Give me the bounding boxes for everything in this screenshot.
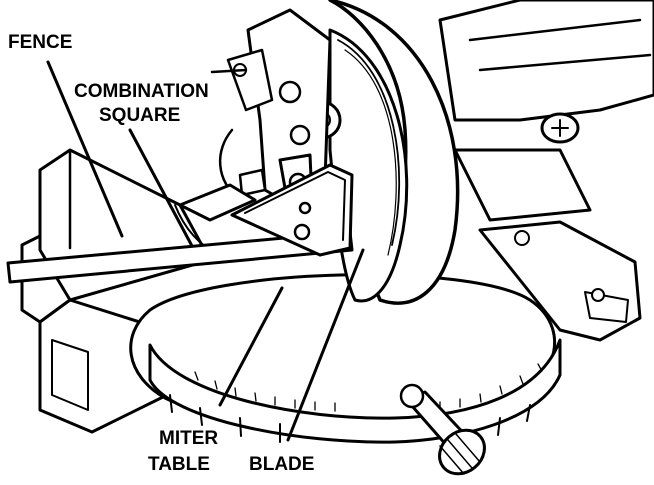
combination-square-leader <box>128 128 194 248</box>
callout-labels: FENCE COMBINATION SQUARE MITER TABLE BLA… <box>8 32 314 475</box>
combination-square <box>6 163 354 284</box>
miter-table-leader <box>218 286 284 407</box>
combination-label-line1: COMBINATION <box>74 81 209 102</box>
fence-leader <box>46 60 124 238</box>
miter-table-label-line1: MITER <box>159 428 218 449</box>
fence-label: FENCE <box>8 32 72 53</box>
combination-label-line2: SQUARE <box>99 105 180 126</box>
leader-lines <box>46 60 365 442</box>
miter-table-label-line2: TABLE <box>148 454 210 475</box>
blade-label: BLADE <box>249 454 314 475</box>
blade-leader <box>286 248 365 442</box>
